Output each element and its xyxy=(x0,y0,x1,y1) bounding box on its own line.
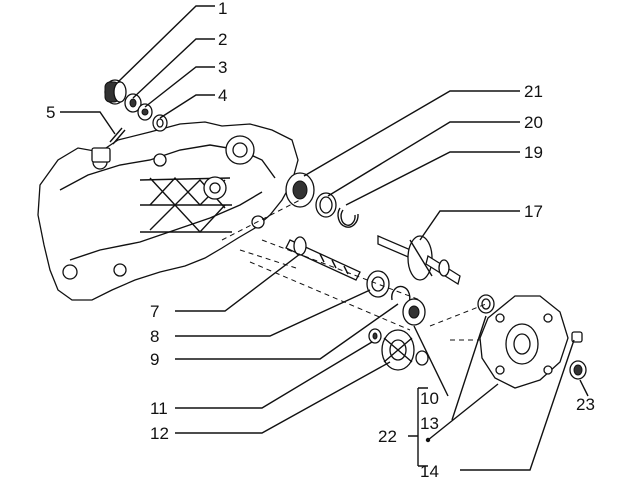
label-19: 19 xyxy=(524,143,543,162)
label-4: 4 xyxy=(218,86,227,105)
part-21-bearing xyxy=(285,172,315,208)
label-20: 20 xyxy=(524,113,543,132)
label-22: 22 xyxy=(378,427,397,446)
part-19-circlip xyxy=(337,207,359,228)
label-9: 9 xyxy=(150,350,159,369)
part-9-ring xyxy=(391,285,411,305)
part-14-cover xyxy=(479,295,569,389)
part-2-washer xyxy=(124,93,142,113)
label-1: 1 xyxy=(218,0,227,18)
part-3-spacer xyxy=(137,103,153,121)
label-21: 21 xyxy=(524,82,543,101)
label-2: 2 xyxy=(218,30,227,49)
part-20-seal xyxy=(315,192,337,218)
part-10-bearing xyxy=(402,298,426,326)
part-17-gear-shaft xyxy=(377,235,461,286)
crankcase-housing xyxy=(37,121,299,301)
label-10: 10 xyxy=(420,389,439,408)
part-7-shaft xyxy=(285,236,361,281)
label-3: 3 xyxy=(218,58,227,77)
label-7: 7 xyxy=(150,302,159,321)
label-12: 12 xyxy=(150,424,169,443)
label-8: 8 xyxy=(150,327,159,346)
assembly-lines xyxy=(221,199,487,341)
label-13: 13 xyxy=(420,414,439,433)
part-11-washer xyxy=(368,328,382,344)
leader-lines xyxy=(60,5,589,471)
label-11: 11 xyxy=(150,399,168,418)
label-17: 17 xyxy=(524,202,543,221)
part-1-bushing xyxy=(104,79,127,105)
part-4-ring xyxy=(152,114,168,132)
label-5: 5 xyxy=(46,103,55,122)
label-14: 14 xyxy=(420,462,439,480)
cover-bolt xyxy=(571,331,583,343)
callout-labels: 1 2 3 4 5 21 20 19 17 7 8 9 11 12 10 13 … xyxy=(46,0,595,480)
part-8-bearing xyxy=(366,270,390,298)
part-13-bushing xyxy=(477,294,495,314)
part-23-nut xyxy=(569,360,587,380)
label-23: 23 xyxy=(576,395,595,414)
part-5-pin xyxy=(109,127,126,145)
part-12-gear xyxy=(381,329,429,371)
